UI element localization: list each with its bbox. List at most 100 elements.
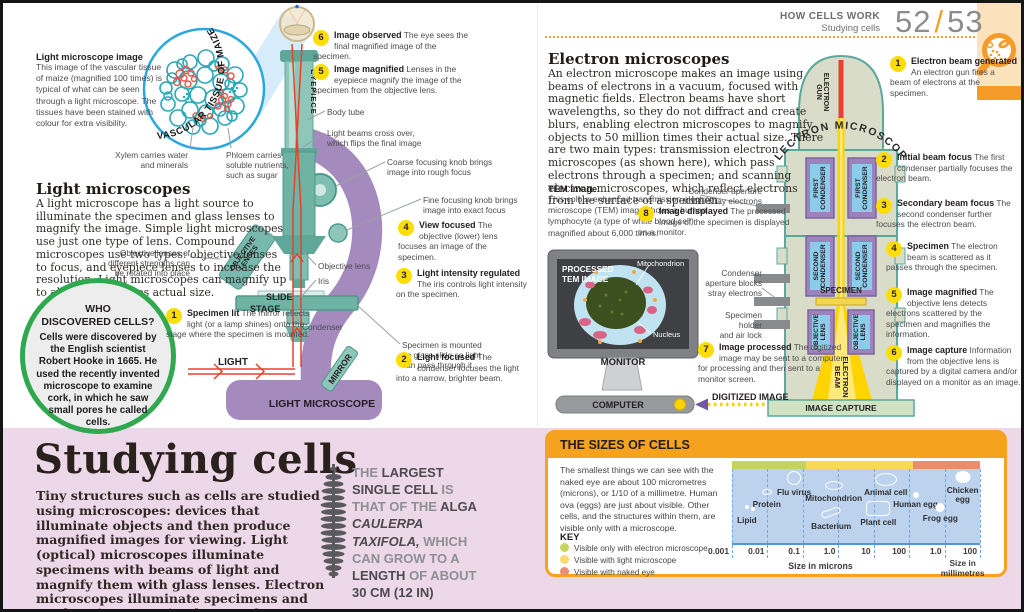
label-first-condenser-right: FIRST CONDENSER [854, 166, 869, 210]
step-body: The objective lens detects electrons sca… [886, 287, 994, 340]
label-digitized-image: DIGITIZED IMAGE [712, 392, 789, 402]
tick-mark [873, 545, 875, 558]
fact-segment: THE [352, 465, 382, 480]
computer-base [555, 395, 695, 414]
tick-mark [980, 545, 981, 558]
key-color-dot [560, 555, 569, 564]
key-color-dot [560, 543, 569, 552]
label-processed-tem: PROCESSED TEM IMAGE [562, 265, 614, 285]
label-xylem: Xylem carries water and minerals [115, 150, 188, 171]
eye-lens [279, 4, 315, 42]
tick-label: 100 [892, 546, 907, 556]
label-slide: SLIDE [266, 292, 293, 302]
tick-mark [732, 545, 733, 558]
tick-mark [767, 545, 769, 558]
chart-item-icon [744, 505, 749, 509]
chart-item-icon [935, 503, 945, 512]
key-label: Visible with naked eye [574, 568, 655, 577]
step-number-badge: 3 [396, 268, 412, 284]
image-capture-bar [767, 399, 915, 417]
section-heading-light: Light microscopes [36, 180, 191, 198]
step-body: An electron gun fires a beam of electron… [890, 67, 995, 98]
chart-item-icon [874, 473, 897, 486]
gridline [767, 469, 769, 543]
step-body: Information from the objective lens is c… [886, 345, 1021, 387]
gridline [980, 469, 981, 543]
chart-item-label: Frog egg [922, 514, 958, 523]
step-title: Specimen lit [187, 308, 240, 318]
tick-label: 0.001 [708, 546, 729, 556]
step-body: The processed image of the specimen is d… [638, 206, 790, 238]
section-heading-electron: Electron microscopes [548, 50, 730, 68]
label-specimen-holder: Specimen holder and air lock [719, 310, 762, 341]
step-body: The electron beam is scattered as it pas… [886, 241, 998, 273]
magnifier-cell-icon [976, 33, 1016, 76]
sizes-box-body: The smallest things we can see with the … [560, 465, 718, 533]
zone-visible-only-with-electron-microscope [732, 461, 807, 469]
axis-label-microns: Size in microns [788, 561, 853, 571]
sizes-of-cells-box: THE SIZES OF CELLS The smallest things w… [545, 430, 1007, 578]
step-number-badge: 5 [313, 64, 329, 80]
page-numbers: 52/53 [895, 4, 984, 40]
who-body: Cells were discovered by the English sci… [36, 332, 160, 429]
em-step-2: 2 Initial beam focus The first condenser … [876, 152, 1018, 184]
gridline [838, 469, 840, 543]
tick-mark [802, 545, 804, 558]
light-path [188, 9, 306, 380]
step-body: The first condenser partially focuses th… [876, 152, 1013, 184]
label-fine-knob: Fine focusing knob brings image into exa… [423, 195, 518, 216]
step-title: Image magnified [907, 287, 978, 297]
label-image-capture: IMAGE CAPTURE [805, 403, 877, 413]
step-title: Image observed [334, 30, 402, 40]
chart-item-icon [955, 471, 971, 483]
step-number-badge: 2 [876, 152, 892, 168]
step-title: Initial beam focus [897, 152, 972, 162]
label-condenser: Condenser [302, 322, 343, 332]
condenser-lenses [805, 157, 877, 355]
label-aperture-top: Condenser aperture blocks stray electron… [682, 186, 762, 207]
chart-item-icon [824, 481, 843, 490]
caulerpa-alga-icon [320, 464, 347, 578]
largest-cell-fact: THE LARGEST SINGLE CELL IS THAT OF THE A… [352, 464, 488, 601]
gridline [873, 469, 875, 543]
key-color-dot [560, 567, 569, 576]
fact-segment: 30 CM (12 IN) [352, 585, 434, 601]
step-body: The second condenser further focuses the… [876, 198, 1011, 230]
chart-item-icon [912, 492, 919, 498]
tick-mark [838, 545, 840, 558]
light-microscope-illustration [219, 50, 383, 420]
step-title: Light focused [417, 352, 476, 362]
step-title: Image displayed [659, 206, 729, 216]
tem-caption-title: TEM image [548, 184, 598, 194]
step-title: Electron beam generated [911, 56, 1018, 66]
chart-item-icon [866, 501, 891, 516]
step-title: Image magnified [334, 64, 405, 74]
step-body: The eye sees the final magnified image o… [313, 30, 469, 62]
tem-caption-body: This colour-enhanced transmission electr… [548, 194, 715, 238]
who-title: WHO DISCOVERED CELLS? [41, 303, 155, 328]
fact-segment: CAULERPA TAXIFOLA, [352, 516, 423, 549]
chart-item-label: Mitochondrion [805, 494, 863, 503]
label-first-condenser-left: FIRST CONDENSER [812, 166, 827, 210]
step-number-badge: 5 [886, 287, 902, 303]
step-title: View focused [419, 220, 476, 230]
chart-item-label: Bacterium [811, 522, 852, 531]
photo-caption-body: This image of the vascular tissue of mai… [36, 62, 163, 128]
fact-segment: LARGEST SINGLE CELL [352, 465, 444, 498]
key-label: Visible with light microscope [574, 556, 677, 565]
label-phloem: Phloem carries soluble nutrients, such a… [226, 150, 289, 181]
maize-micrograph: VASCULAR TISSUE OF MAIZE [142, 25, 266, 151]
chapter-tab [976, 0, 1024, 100]
aperture-probes [754, 204, 790, 329]
chart-item-icon [761, 489, 772, 495]
